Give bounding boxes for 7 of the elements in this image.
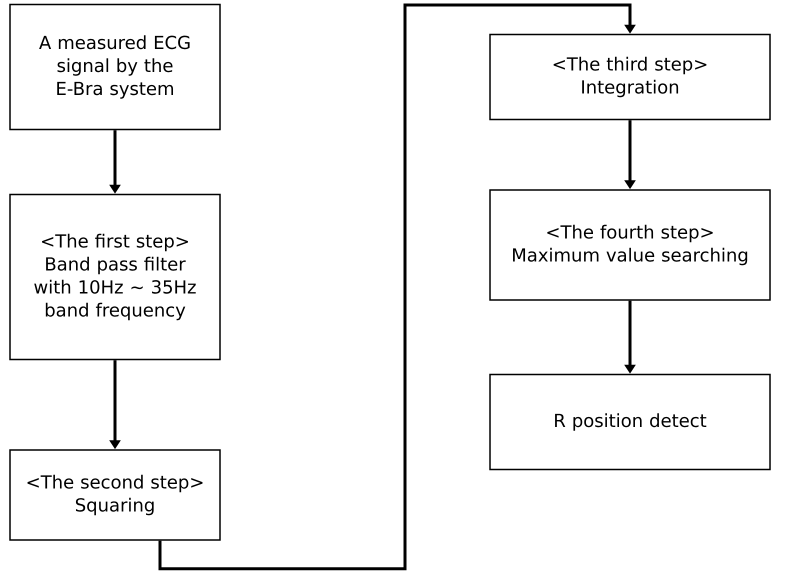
process-box: <The third step> Integration: [489, 34, 771, 120]
process-box: A measured ECG signal by the E-Bra system: [9, 4, 221, 130]
process-box: R position detect: [489, 374, 771, 470]
arrow: [158, 4, 636, 570]
process-box: <The first step> Band pass filter with 10Hz ~ 35Hz band frequency: [9, 194, 221, 360]
process-box: <The fourth step> Maximum value searching: [489, 189, 771, 301]
process-box: <The second step> Squaring: [9, 449, 221, 541]
